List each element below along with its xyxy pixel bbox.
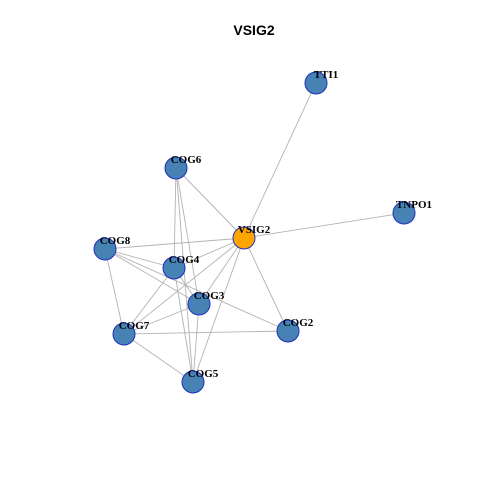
node-label-cog8: COG8 (100, 235, 131, 247)
node-label-cog4: COG4 (169, 254, 200, 266)
node-circle-tti1[interactable] (304, 71, 328, 95)
node-cog5[interactable]: COG5 (181, 368, 219, 394)
node-label-cog6: COG6 (171, 154, 202, 166)
node-circle-cog6[interactable] (164, 156, 188, 180)
edge-cog3-cog7 (123, 303, 200, 335)
graph-title: VSIG2 (233, 22, 274, 38)
node-circle-tnpo1[interactable] (392, 201, 416, 225)
edge-vsig2-cog4 (173, 237, 245, 269)
node-cog4[interactable]: COG4 (162, 254, 200, 280)
edge-cog7-cog2 (123, 330, 289, 335)
edge-cog8-cog3 (104, 248, 200, 305)
edge-cog8-cog2 (104, 248, 289, 332)
edge-vsig2-cog6 (175, 167, 245, 239)
edge-vsig2-tti1 (243, 82, 317, 239)
edge-cog7-cog5 (123, 333, 194, 383)
node-circle-vsig2[interactable] (232, 226, 256, 250)
node-circle-cog2[interactable] (276, 319, 300, 343)
node-label-tti1: TTI1 (314, 69, 338, 81)
edge-cog6-cog3 (175, 167, 200, 305)
node-circle-cog5[interactable] (181, 370, 205, 394)
edge-cog3-cog5 (192, 303, 200, 383)
edge-cog4-cog7 (123, 267, 175, 335)
edge-vsig2-tnpo1 (243, 212, 405, 239)
edge-cog6-cog4 (173, 167, 177, 269)
node-circle-cog7[interactable] (112, 322, 136, 346)
edge-vsig2-cog7 (123, 237, 245, 335)
node-label-cog3: COG3 (194, 290, 225, 302)
node-cog7[interactable]: COG7 (112, 320, 150, 346)
edge-cog8-cog7 (104, 248, 125, 335)
node-vsig2[interactable]: VSIG2 (232, 224, 271, 250)
node-cog2[interactable]: COG2 (276, 317, 314, 343)
edge-vsig2-cog3 (198, 237, 245, 305)
node-cog3[interactable]: COG3 (187, 290, 225, 316)
node-circle-cog8[interactable] (93, 237, 117, 261)
node-cog8[interactable]: COG8 (93, 235, 131, 261)
edge-cog4-cog5 (173, 267, 194, 383)
edge-cog8-cog4 (104, 248, 175, 269)
node-cog6[interactable]: COG6 (164, 154, 202, 180)
node-tti1[interactable]: TTI1 (304, 69, 338, 95)
node-label-tnpo1: TNPO1 (396, 199, 432, 211)
edge-vsig2-cog2 (243, 237, 289, 332)
node-circle-cog4[interactable] (162, 256, 186, 280)
node-circle-cog3[interactable] (187, 292, 211, 316)
node-label-cog2: COG2 (283, 317, 314, 329)
edge-cog6-cog5 (175, 167, 194, 383)
node-label-cog5: COG5 (188, 368, 219, 380)
node-label-vsig2: VSIG2 (238, 224, 271, 236)
edge-vsig2-cog5 (192, 237, 245, 383)
node-label-cog7: COG7 (119, 320, 150, 332)
edge-layer (104, 82, 405, 383)
node-tnpo1[interactable]: TNPO1 (392, 199, 432, 225)
